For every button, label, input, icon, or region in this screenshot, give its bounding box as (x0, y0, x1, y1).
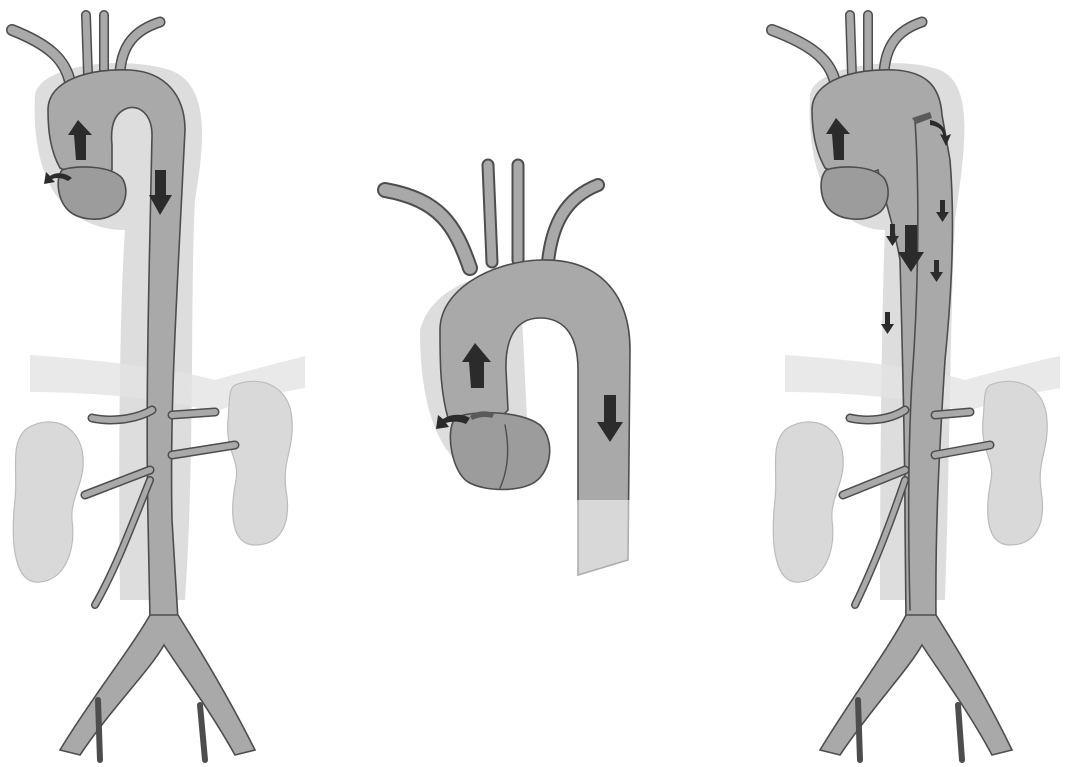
aortic-root (821, 167, 888, 219)
panel-middle-arch-closeup (385, 165, 640, 590)
aortic-root (58, 167, 126, 219)
arch-branches (385, 165, 598, 268)
panel-left-normal-aorta (12, 15, 305, 760)
right-kidney (228, 381, 293, 545)
iliac-bifurcation (60, 615, 255, 755)
right-kidney (983, 381, 1048, 545)
aortic-root (450, 413, 549, 490)
left-kidney (13, 422, 83, 582)
left-kidney (773, 422, 843, 582)
iliac-bifurcation (820, 615, 1012, 755)
panel-right-dissection (772, 15, 1060, 760)
